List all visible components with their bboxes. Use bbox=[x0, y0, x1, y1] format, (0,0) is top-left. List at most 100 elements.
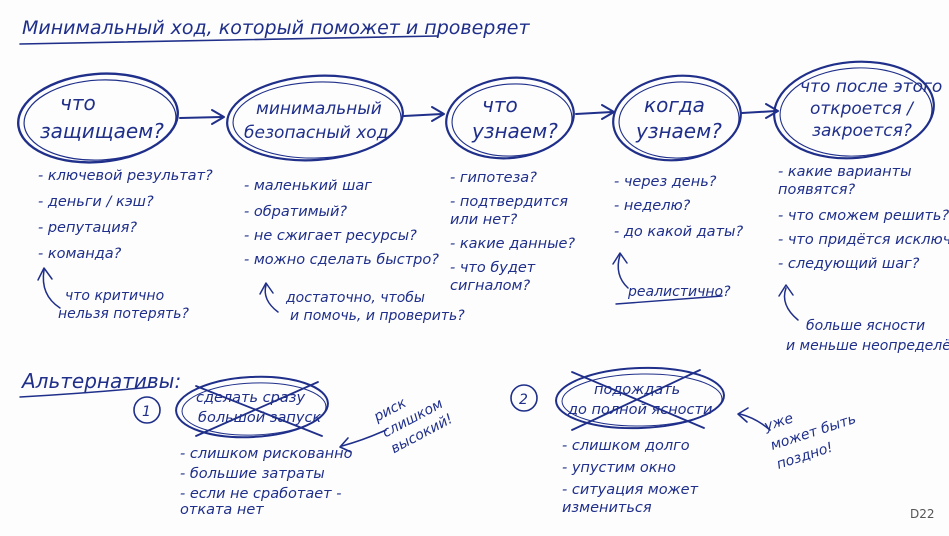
alternative-1-item: отката нет bbox=[180, 502, 264, 518]
node-after-item: - что придётся исключить? bbox=[778, 232, 949, 248]
note-safe-move-arrowhead bbox=[259, 282, 274, 295]
flow-arrow bbox=[179, 116, 223, 119]
node-safe-move-item: - не сжигает ресурсы? bbox=[244, 228, 417, 244]
alternative-1-ellipse bbox=[175, 375, 329, 439]
node-learn-item: сигналом? bbox=[450, 278, 530, 294]
note-when-arrow bbox=[617, 254, 629, 289]
alternatives-underline bbox=[19, 386, 153, 398]
node-protect-ellipse bbox=[17, 72, 179, 164]
node-learn-line-2: узнаем? bbox=[471, 119, 558, 143]
node-protect-line-2: защищаем? bbox=[40, 119, 164, 143]
alternative-2: 2 подождать до полной ясности bbox=[510, 366, 725, 431]
node-when-line-1: когда bbox=[644, 93, 705, 117]
node-after-ellipse bbox=[773, 60, 935, 160]
alternative-1-line-1: сделать сразу bbox=[196, 390, 305, 406]
note-after-line-2: и меньше неопределённости! bbox=[786, 338, 949, 354]
node-safe-move-line-2: безопасный ход bbox=[244, 123, 388, 143]
flow-arrow bbox=[403, 113, 443, 117]
node-learn-item: - что будет bbox=[450, 260, 536, 276]
alternative-2-number-circle bbox=[510, 384, 538, 412]
node-after-line-2: откроется / bbox=[810, 99, 915, 119]
node-when-item: - до какой даты? bbox=[614, 224, 743, 240]
note-protect-line-1: что критично bbox=[65, 288, 164, 304]
alternative-2-item: - слишком долго bbox=[562, 438, 690, 454]
note-when-underline bbox=[615, 295, 723, 305]
node-learn-line-1: что bbox=[482, 93, 518, 117]
alternative-2-item: - упустим окно bbox=[562, 460, 676, 476]
node-safe-move: минимальный безопасный ход bbox=[226, 74, 404, 162]
node-after: что после этого откроется / закроется? bbox=[773, 60, 942, 160]
node-protect-item: - деньги / кэш? bbox=[38, 194, 154, 210]
node-protect-item: - команда? bbox=[38, 246, 122, 262]
node-safe-move-ellipse bbox=[226, 74, 404, 162]
note-when-arrowhead bbox=[612, 252, 628, 265]
alternative-1: 1 сделать сразу большой запуск bbox=[133, 375, 329, 439]
node-learn-item: - какие данные? bbox=[450, 236, 575, 252]
note-after-arrow bbox=[783, 287, 799, 321]
alternative-1-note-arrow bbox=[341, 429, 387, 447]
alternative-2-items: - слишком долго - упустим окно - ситуаци… bbox=[562, 438, 699, 516]
title-underline bbox=[19, 35, 439, 45]
alternative-1-line-2: большой запуск bbox=[198, 410, 321, 426]
note-safe-move-line-1: достаточно, чтобы bbox=[285, 290, 425, 306]
node-safe-move-items: - маленький шаг - обратимый? - не сжигае… bbox=[244, 178, 439, 268]
node-when-ellipse bbox=[612, 74, 742, 162]
note-after-line-1: больше ясности bbox=[806, 318, 925, 334]
alternative-1-note: риск слишком высокий! bbox=[370, 395, 455, 457]
flow-arrowhead bbox=[431, 106, 445, 122]
node-learn: что узнаем? bbox=[445, 76, 575, 160]
node-after-item: появятся? bbox=[778, 182, 855, 198]
node-when-ellipse-inner bbox=[618, 81, 740, 159]
node-protect-item: - репутация? bbox=[38, 220, 137, 236]
alternative-2-note-arrow bbox=[739, 413, 771, 431]
alternative-2-note-arrowhead bbox=[737, 407, 749, 423]
note-protect-arrowhead bbox=[37, 267, 53, 281]
alternative-1-item: - большие затраты bbox=[180, 466, 325, 482]
note-protect-line-2: нельзя потерять? bbox=[58, 306, 189, 322]
node-after-line-3: закроется? bbox=[812, 121, 912, 141]
alternative-1-ellipse-inner bbox=[181, 382, 327, 436]
node-learn-item: - гипотеза? bbox=[450, 170, 537, 186]
alternative-1-item: - если не сработает - bbox=[180, 486, 341, 502]
flow-arrowhead bbox=[211, 109, 225, 125]
note-when-line-1: реалистично? bbox=[627, 284, 731, 300]
node-when-line-2: узнаем? bbox=[635, 119, 722, 143]
alternative-1-note-arrowhead bbox=[339, 437, 352, 453]
node-protect-ellipse-inner bbox=[23, 79, 177, 161]
node-when-item: - через день? bbox=[614, 174, 717, 190]
node-safe-move-item: - можно сделать быстро? bbox=[244, 252, 439, 268]
alternative-1-cross bbox=[195, 381, 319, 437]
alternative-1-item: - слишком рискованно bbox=[180, 446, 353, 462]
alternative-2-item: - ситуация может bbox=[562, 482, 699, 498]
node-after-item: - что сможем решить? bbox=[778, 208, 949, 224]
alternative-2-ellipse-inner bbox=[561, 373, 723, 427]
alternatives-heading: Альтернативы: bbox=[20, 369, 181, 393]
alternative-2-line-1: подождать bbox=[594, 382, 680, 398]
node-protect: что защищаем? bbox=[17, 72, 179, 164]
note-protect-arrow bbox=[42, 269, 61, 309]
node-safe-move-line-1: минимальный bbox=[256, 99, 382, 119]
alternative-1-number: 1 bbox=[142, 404, 151, 420]
node-protect-items: - ключевой результат? - деньги / кэш? - … bbox=[38, 168, 213, 262]
node-learn-ellipse bbox=[445, 76, 575, 160]
alternative-1-items: - слишком рискованно - большие затраты -… bbox=[180, 446, 353, 518]
node-when: когда узнаем? bbox=[612, 74, 742, 162]
alternative-1-cross bbox=[195, 385, 323, 437]
note-safe-move-arrow bbox=[264, 284, 279, 313]
flow-arrow bbox=[741, 110, 777, 114]
alternative-2-item: измениться bbox=[562, 500, 652, 516]
node-after-item: - следующий шаг? bbox=[778, 256, 920, 272]
node-learn-item: или нет? bbox=[450, 212, 518, 228]
diagram-title: Минимальный ход, который поможет и прове… bbox=[22, 17, 530, 39]
node-learn-item: - подтвердится bbox=[450, 194, 568, 210]
page-badge: D22 bbox=[910, 507, 935, 521]
node-when-items: - через день? - неделю? - до какой даты? bbox=[614, 174, 743, 240]
node-safe-move-ellipse-inner bbox=[232, 81, 402, 159]
alternative-2-line-2: до полной ясности bbox=[567, 402, 712, 418]
alternative-1-number-circle bbox=[133, 396, 161, 424]
alternative-2-note: уже может быть поздно! bbox=[761, 410, 858, 472]
node-safe-move-item: - маленький шаг bbox=[244, 178, 372, 194]
note-safe-move-line-2: и помочь, и проверить? bbox=[290, 308, 465, 324]
